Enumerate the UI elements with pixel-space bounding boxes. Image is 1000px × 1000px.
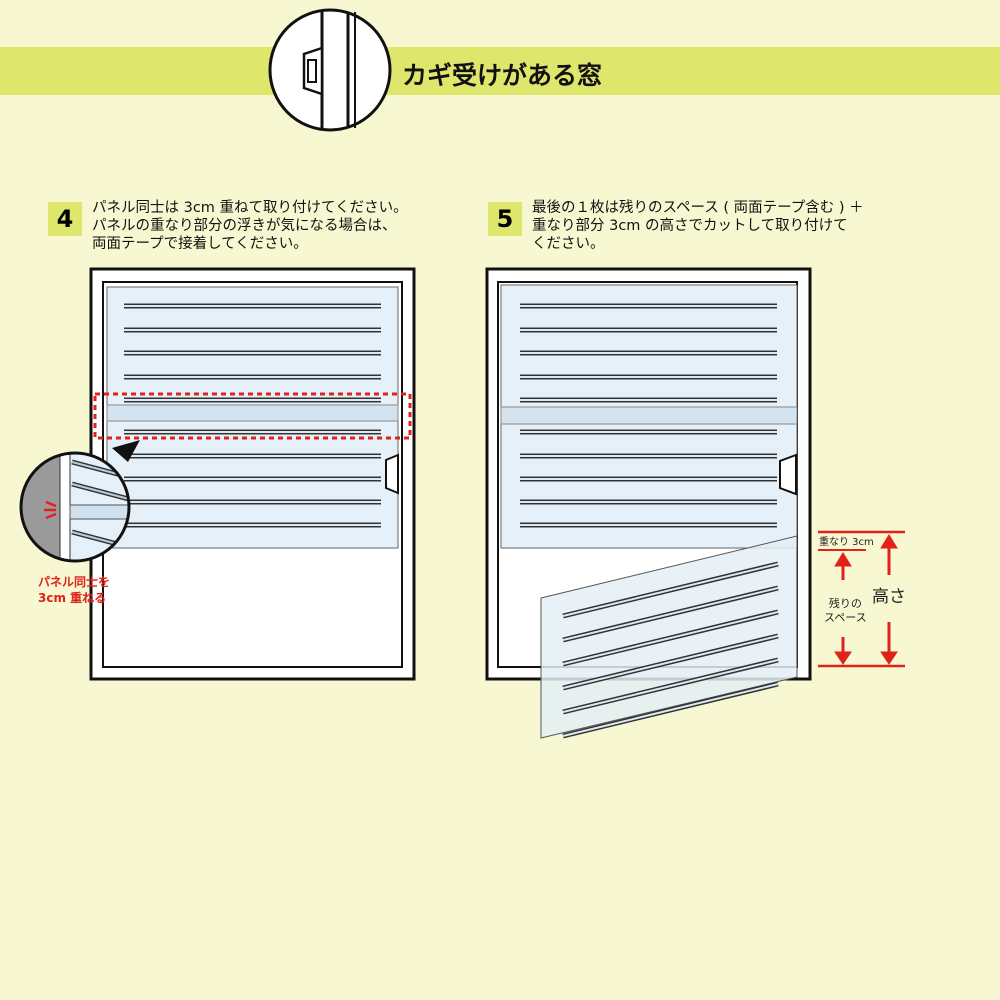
slat — [562, 683, 779, 737]
latch-icon — [385, 453, 399, 495]
remaining-space-label: 残りの スペース — [824, 597, 867, 624]
window-step4 — [19, 267, 416, 681]
cut-panel-slats — [562, 561, 779, 739]
slat — [562, 587, 779, 641]
overlap-highlight — [93, 392, 412, 440]
magnifier-icon — [19, 451, 131, 563]
slat — [562, 659, 779, 713]
step-text: 最後の１枚は残りのスペース ( 両面テープ含む ) ＋ 重なり部分 3cm の高… — [532, 200, 864, 252]
overlap-callout: パネル同士を 3cm 重ねる — [38, 575, 111, 605]
step-5-instruction: 5 最後の１枚は残りのスペース ( 両面テープ含む ) ＋ 重なり部分 3cm … — [488, 199, 864, 253]
step-4-instruction: 4 パネル同士は 3cm 重ねて取り付けてください。 パネルの重なり部分の浮きが… — [48, 199, 408, 253]
step-text: パネル同士は 3cm 重ねて取り付けてください。 パネルの重なり部分の浮きが気に… — [92, 200, 408, 252]
header-band — [0, 47, 1000, 95]
page-title: カギ受けがある窓 — [402, 61, 603, 90]
slat — [562, 635, 779, 689]
slat — [562, 611, 779, 665]
window-step5 — [485, 267, 812, 739]
height-label: 高さ — [872, 587, 906, 607]
slat — [562, 563, 779, 617]
measurement-arrows — [818, 530, 905, 668]
step-number: 5 — [488, 202, 522, 236]
step-number: 4 — [48, 202, 82, 236]
overlap-label: 重なり 3cm — [819, 537, 874, 548]
panel-slats — [124, 303, 381, 528]
panel-slats — [520, 303, 777, 528]
window-latch-icon — [268, 8, 392, 132]
latch-icon — [779, 453, 797, 496]
